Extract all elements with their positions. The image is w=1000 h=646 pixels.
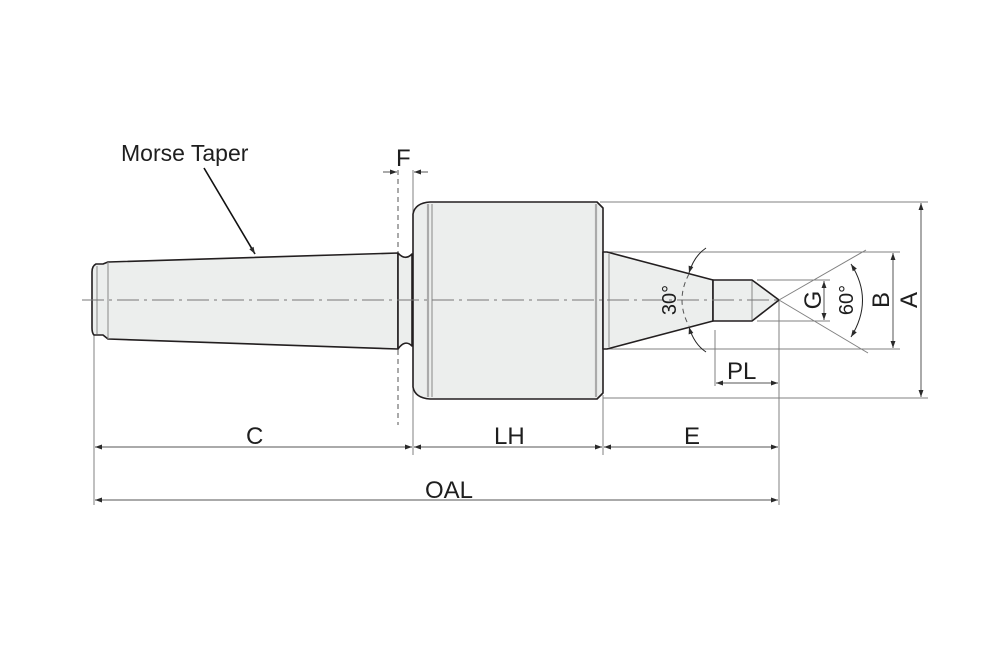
dim-label-c: C [246, 423, 263, 450]
angle-label-30: 30° [659, 285, 681, 315]
dim-label-e: E [684, 423, 700, 450]
dimension-lines [95, 169, 924, 503]
angle-arcs [681, 247, 863, 353]
morse-taper-label: Morse Taper [121, 140, 249, 166]
point-angle-lines [778, 249, 869, 354]
center-point [712, 279, 780, 322]
neck-groove [397, 252, 413, 350]
dim-label-lh: LH [494, 423, 525, 450]
dim-label-a: A [896, 292, 923, 308]
angle-label-60: 60° [836, 285, 858, 315]
dim-label-oal: OAL [425, 477, 473, 504]
dim-label-f: F [396, 145, 411, 172]
morse-taper-shank [91, 252, 399, 350]
dim-label-g: G [800, 291, 827, 310]
dim-label-b: B [868, 292, 895, 308]
morse-taper-leader [203, 167, 256, 255]
dim-label-pl: PL [727, 358, 756, 385]
